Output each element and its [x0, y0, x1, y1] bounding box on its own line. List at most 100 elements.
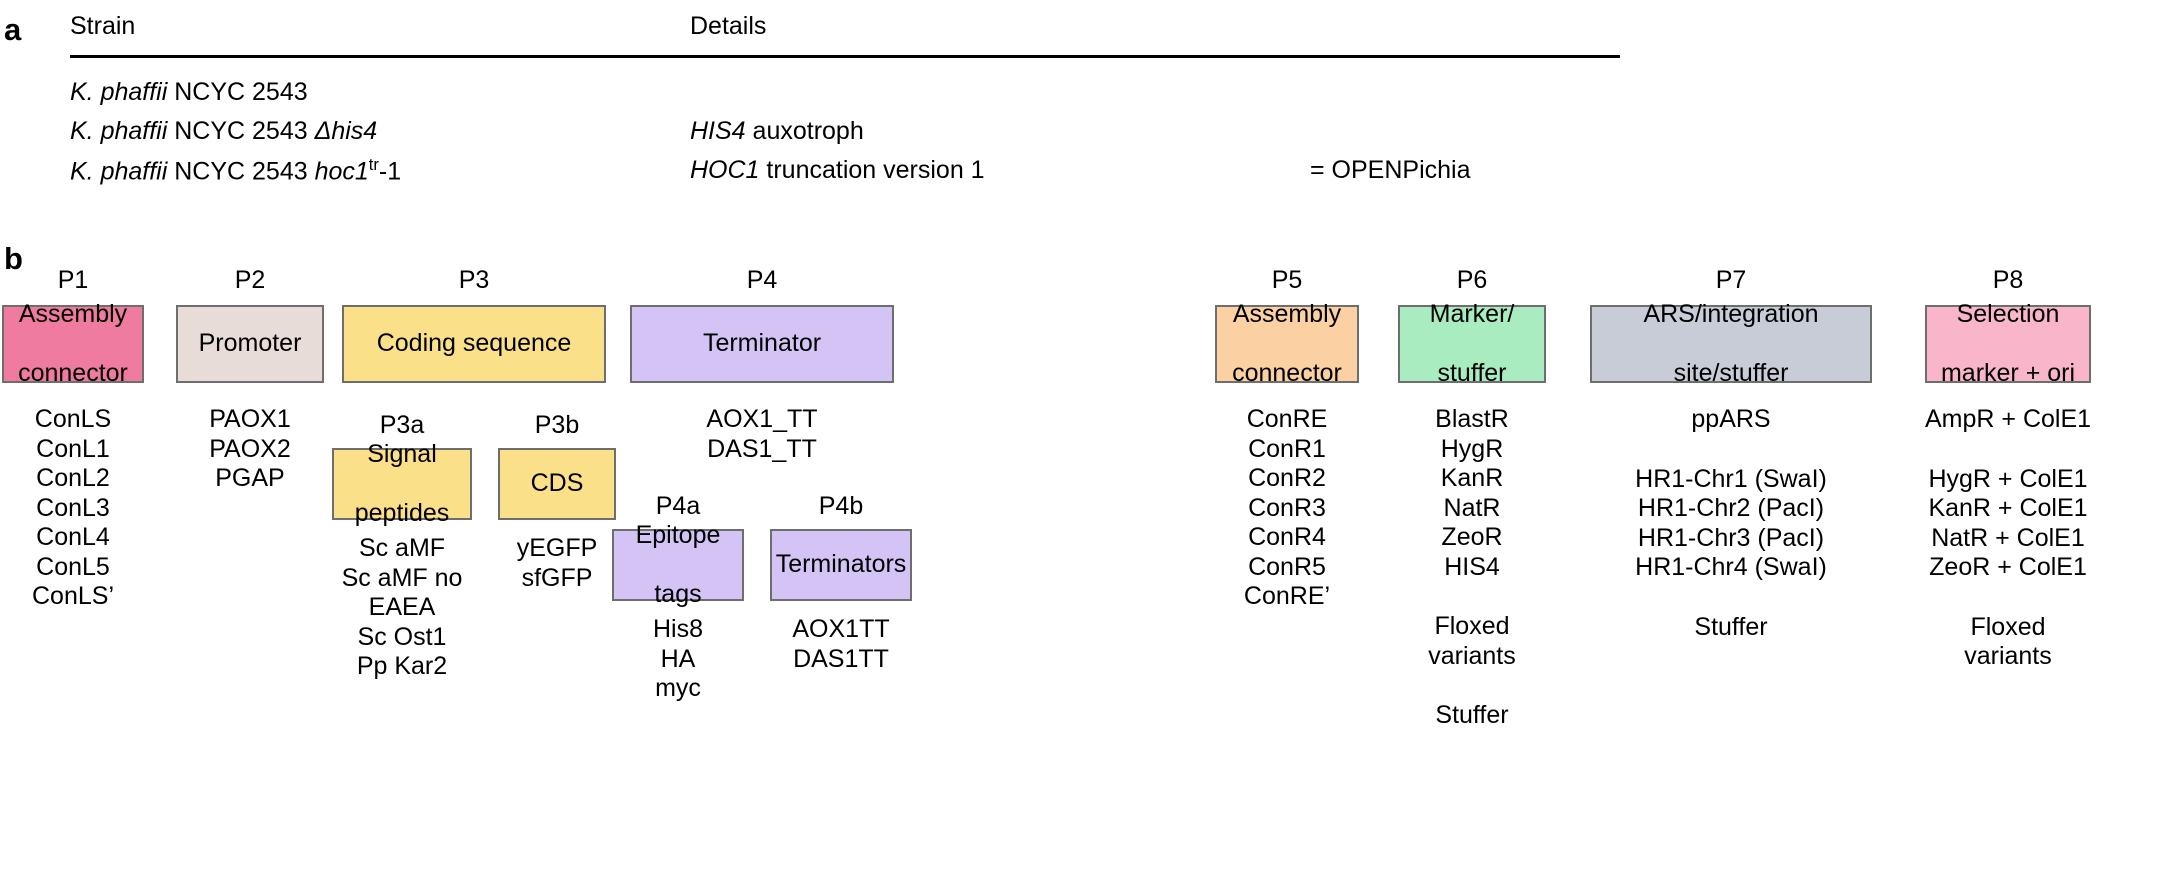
part-option[interactable]: ConL2 — [36, 464, 110, 492]
part-option[interactable]: PAOX1 — [209, 405, 291, 433]
part-option[interactable]: Floxed — [1434, 612, 1510, 640]
option-list-2-p7: HR1-Chr1 (SwaI)HR1-Chr2 (PacI)HR1-Chr3 (… — [1590, 465, 1872, 583]
part-box-line: site/stuffer — [1673, 358, 1789, 387]
part-option[interactable]: ConL5 — [36, 552, 110, 581]
part-option[interactable]: Stuffer — [1435, 701, 1509, 729]
part-box-line: Epitope — [635, 520, 721, 549]
part-option[interactable]: EAEA — [368, 593, 436, 621]
part-option[interactable]: AOX1TT — [792, 615, 890, 643]
part-option[interactable]: HR1-Chr3 (PacI) — [1637, 523, 1825, 552]
subpart-label-p3b: P3b — [534, 411, 580, 439]
part-option[interactable]: ppARS — [1691, 405, 1771, 433]
part-box-line: stuffer — [1437, 358, 1507, 387]
part-option[interactable]: AOX1_TT — [706, 405, 818, 433]
part-label-p1: P1 — [57, 266, 89, 294]
column-header-strain: Strain — [70, 12, 690, 58]
part-option[interactable]: HR1-Chr4 (SwaI) — [1635, 553, 1827, 581]
part-box-line: tags — [654, 579, 702, 608]
part-box-line: connector — [18, 358, 128, 387]
part-option[interactable]: Sc aMF — [358, 534, 446, 562]
part-option[interactable]: ConL4 — [36, 523, 110, 551]
cell-strain: K. phaffii NCYC 2543 Δhis4 — [70, 109, 690, 148]
part-box-p4a[interactable]: Epitope tags — [612, 521, 744, 608]
part-option[interactable]: ConRE’ — [1243, 582, 1331, 610]
part-option[interactable]: DAS1_TT — [707, 434, 817, 463]
table-row: K. phaffii NCYC 2543 Δhis4 HIS4 auxotrop… — [70, 109, 1620, 148]
part-option[interactable]: ConR1 — [1248, 434, 1326, 463]
part-box-p4b[interactable]: Terminators — [770, 529, 912, 601]
part-option[interactable]: variants — [1428, 641, 1516, 670]
part-option[interactable]: ZeoR + ColE1 — [1929, 553, 2087, 581]
part-option[interactable]: ConLS’ — [32, 582, 114, 610]
part-option[interactable]: Sc Ost1 — [357, 622, 447, 651]
part-option[interactable]: ZeoR — [1441, 523, 1503, 551]
part-box-p4[interactable]: Terminator — [630, 305, 894, 383]
strain-table: Strain Details K. phaffii NCYC 2543 K. p… — [70, 12, 1620, 188]
part-option[interactable]: ConL1 — [36, 434, 110, 463]
part-option[interactable]: ConR3 — [1248, 493, 1326, 522]
part-box-p6[interactable]: Marker/stuffer — [1398, 300, 1546, 387]
part-option[interactable]: AmpR + ColE1 — [1925, 405, 2092, 433]
part-option[interactable]: KanR + ColE1 — [1928, 494, 2088, 522]
part-option[interactable]: ConRE — [1246, 405, 1328, 433]
part-option[interactable]: His8 — [652, 615, 703, 643]
part-box-p2[interactable]: Promoter — [176, 305, 324, 383]
part-option[interactable]: NatR — [1443, 493, 1501, 522]
part-option[interactable]: KanR — [1440, 464, 1504, 492]
strain-superscript: tr — [368, 156, 379, 174]
part-option[interactable]: Pp Kar2 — [356, 652, 448, 680]
part-option[interactable]: yEGFP — [516, 534, 598, 562]
part-option[interactable]: PGAP — [215, 464, 285, 492]
part-option[interactable]: ConL3 — [36, 493, 110, 522]
panel-b-letter: b — [4, 241, 23, 276]
part-label-p8: P8 — [1992, 266, 2024, 294]
part-option[interactable]: HA — [660, 644, 696, 673]
part-box-line: Assembly — [1232, 299, 1342, 328]
part-option[interactable]: PAOX2 — [209, 434, 291, 463]
part-box-line: connector — [1232, 358, 1342, 387]
part-option[interactable]: NatR + ColE1 — [1931, 523, 2085, 552]
part-option[interactable]: HR1-Chr2 (PacI) — [1637, 494, 1825, 522]
cell-strain: K. phaffii NCYC 2543 hoc1tr-1 — [70, 148, 690, 188]
strain-species: K. phaffii — [70, 157, 168, 186]
part-option[interactable]: ConR2 — [1248, 464, 1326, 492]
part-option[interactable]: ConR5 — [1248, 552, 1326, 581]
part-option[interactable]: HygR — [1440, 434, 1504, 463]
part-option[interactable]: HIS4 — [1444, 552, 1500, 581]
part-box-p1[interactable]: Assembly connector — [2, 300, 144, 387]
part-box-p5[interactable]: Assembly connector — [1215, 300, 1359, 387]
part-option[interactable]: HR1-Chr1 (SwaI) — [1635, 464, 1827, 493]
part-label-p3: P3 — [458, 266, 490, 294]
part-box-line: Signal — [367, 439, 437, 468]
part-option[interactable]: Floxed — [1970, 612, 2046, 641]
part-option[interactable]: sfGFP — [521, 563, 593, 592]
part-box-line: Terminator — [702, 329, 822, 358]
part-option[interactable]: ConR4 — [1248, 523, 1326, 551]
part-box-p3[interactable]: Coding sequence — [342, 305, 606, 383]
part-option[interactable]: BlastR — [1435, 405, 1509, 433]
part-option[interactable]: Stuffer — [1694, 612, 1768, 641]
part-option[interactable]: myc — [655, 674, 701, 702]
part-option[interactable]: variants — [1964, 642, 2052, 670]
part-option[interactable]: HygR + ColE1 — [1928, 464, 2088, 493]
table-row: K. phaffii NCYC 2543 — [70, 57, 1620, 110]
part-option[interactable]: DAS1TT — [793, 644, 889, 673]
part-box-line: Assembly — [18, 299, 128, 328]
part-option[interactable]: ConLS — [34, 405, 112, 433]
part-option[interactable]: Sc aMF no — [341, 563, 463, 592]
part-box-p3b[interactable]: CDS — [498, 448, 616, 520]
